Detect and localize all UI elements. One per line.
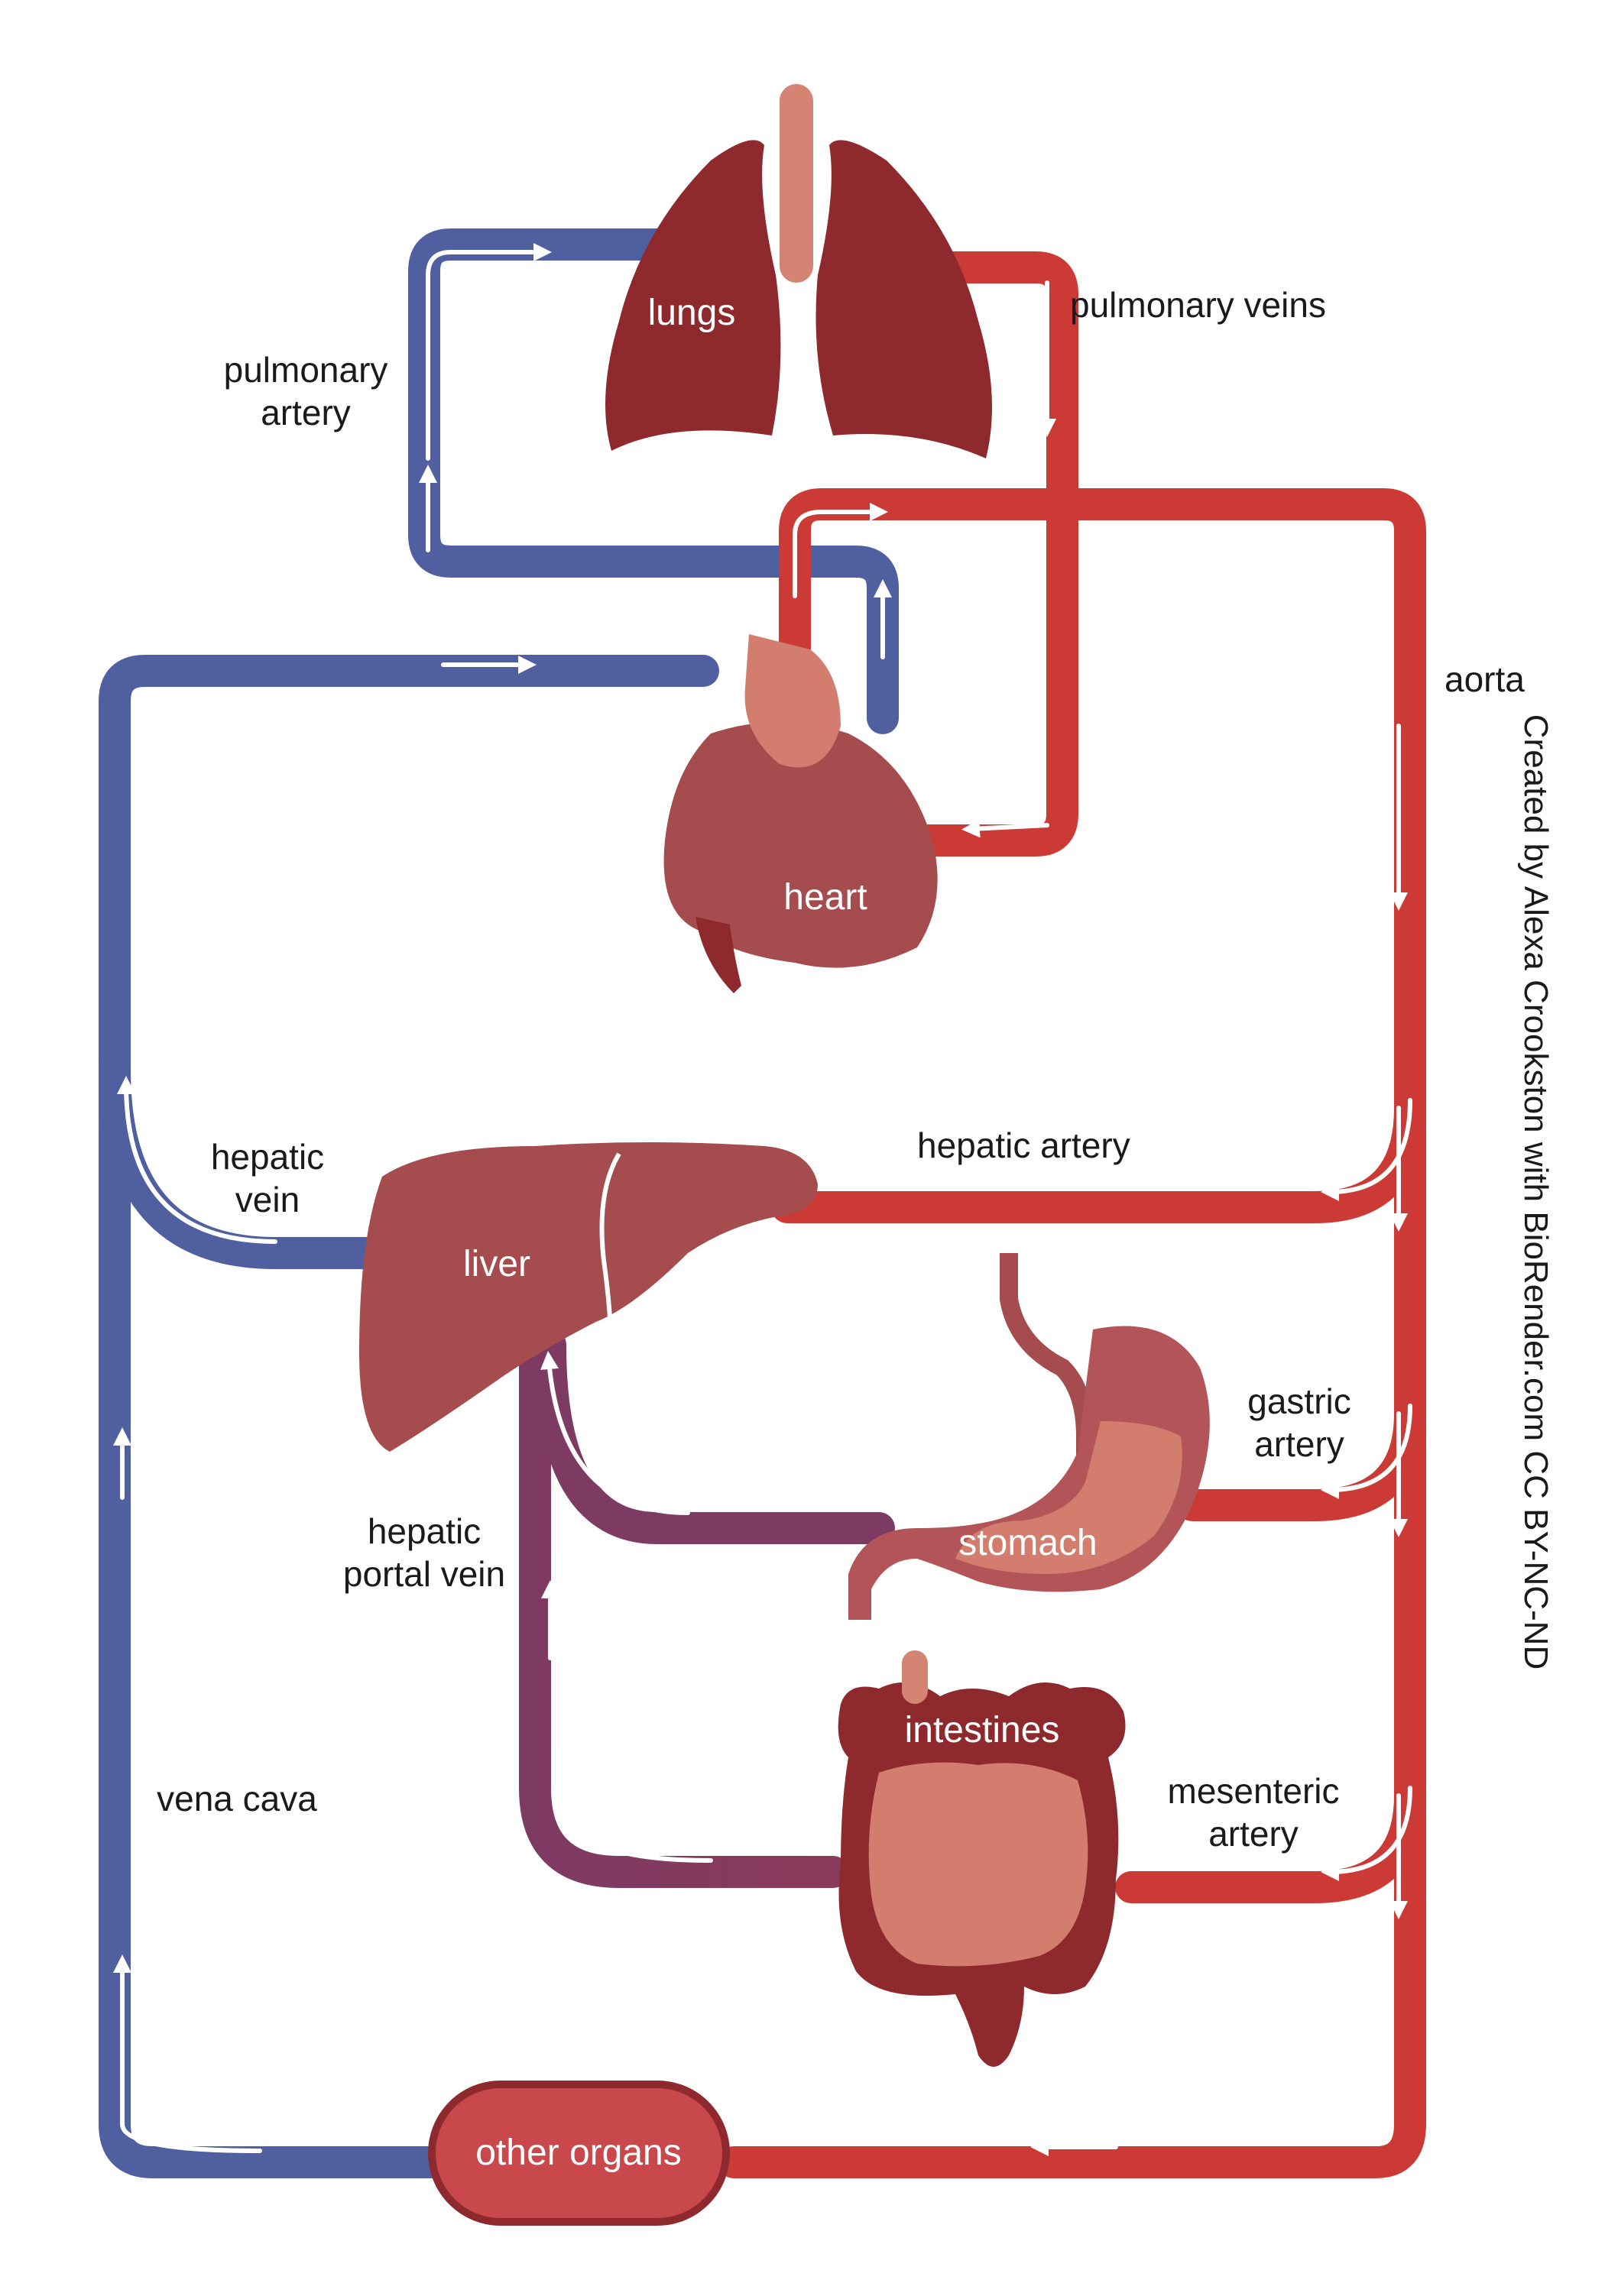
hepatic-artery-label: hepatic artery bbox=[917, 1125, 1130, 1165]
hepatic-vein-label-1: hepatic bbox=[211, 1137, 324, 1177]
flow-arrow bbox=[113, 1954, 262, 2153]
pulmonary-artery-label-2: artery bbox=[261, 393, 351, 432]
liver-organ: liver bbox=[359, 1142, 818, 1452]
heart-aorta-arch bbox=[744, 634, 841, 768]
liver-body bbox=[359, 1142, 818, 1452]
flow-arrow bbox=[793, 503, 888, 598]
vessels bbox=[99, 228, 1426, 2178]
hepatic-portal-vein-vessel bbox=[519, 1344, 849, 1888]
hepatic-vein-label-2: vein bbox=[235, 1180, 300, 1219]
vena-cava-label: vena cava bbox=[157, 1779, 317, 1818]
heart-label: heart bbox=[783, 877, 867, 918]
aorta-vessel bbox=[718, 488, 1426, 2178]
other-organs-label: other organs bbox=[475, 2132, 682, 2173]
appendix bbox=[902, 1650, 928, 1704]
hepatic-vein-vessel bbox=[99, 1054, 398, 1269]
vessel-labels: pulmonary artery pulmonary veins aorta h… bbox=[157, 285, 1525, 1854]
pulmonary-veins-label: pulmonary veins bbox=[1070, 285, 1326, 325]
hepatic-portal-vein-label-1: hepatic bbox=[368, 1511, 481, 1551]
credit-text: Created by Alexa Crookston with BioRende… bbox=[1517, 714, 1555, 1669]
liver-lobe-line bbox=[599, 1152, 621, 1361]
flow-arrow bbox=[540, 1351, 690, 1515]
flow-arrow bbox=[117, 1076, 277, 1244]
stomach-esophagus bbox=[1000, 1253, 1094, 1475]
pulmonary-veins-vessel bbox=[886, 251, 1078, 857]
left-lung bbox=[605, 140, 781, 452]
pulmonary-artery-vessel bbox=[408, 228, 899, 734]
hepatic-portal-branch-vessel bbox=[534, 1329, 895, 1544]
other-organs-box bbox=[428, 2081, 730, 2226]
stomach-inner bbox=[955, 1421, 1182, 1574]
trachea bbox=[780, 84, 813, 283]
mesenteric-artery-label-1: mesenteric bbox=[1168, 1771, 1340, 1811]
flow-arrow bbox=[1321, 1404, 1412, 1499]
intestines-organ: intestines bbox=[838, 1650, 1126, 2067]
intestines-small bbox=[868, 1762, 1088, 1967]
lungs-organ: lungs bbox=[605, 84, 992, 459]
flow-arrow bbox=[1321, 1098, 1412, 1201]
flow-arrow bbox=[573, 1828, 713, 1863]
pulmonary-artery-label-1: pulmonary bbox=[224, 350, 388, 390]
vena-cava-vessel bbox=[99, 655, 719, 2178]
flow-arrow bbox=[426, 243, 552, 461]
flow-arrow bbox=[1321, 1786, 1412, 1881]
flow-arrow bbox=[961, 819, 1049, 838]
heart-body bbox=[663, 722, 938, 968]
gastric-artery-label-2: artery bbox=[1254, 1424, 1344, 1464]
aorta-label: aorta bbox=[1444, 659, 1525, 699]
mesenteric-artery-label-2: artery bbox=[1208, 1814, 1299, 1854]
other-organs-node: other organs bbox=[428, 2081, 730, 2226]
heart-ventricle bbox=[696, 917, 741, 993]
lungs-label: lungs bbox=[648, 293, 736, 333]
intestines-label: intestines bbox=[905, 1710, 1060, 1750]
flow-arrows bbox=[113, 243, 1412, 2156]
hepatic-portal-vein-label-2: portal vein bbox=[343, 1554, 505, 1594]
gastric-artery-label-1: gastric bbox=[1247, 1381, 1350, 1421]
right-lung bbox=[815, 140, 992, 459]
liver-label: liver bbox=[463, 1244, 530, 1284]
stomach-organ: stomach bbox=[848, 1253, 1210, 1620]
stomach-label: stomach bbox=[958, 1523, 1097, 1563]
heart-organ: heart bbox=[663, 634, 938, 993]
